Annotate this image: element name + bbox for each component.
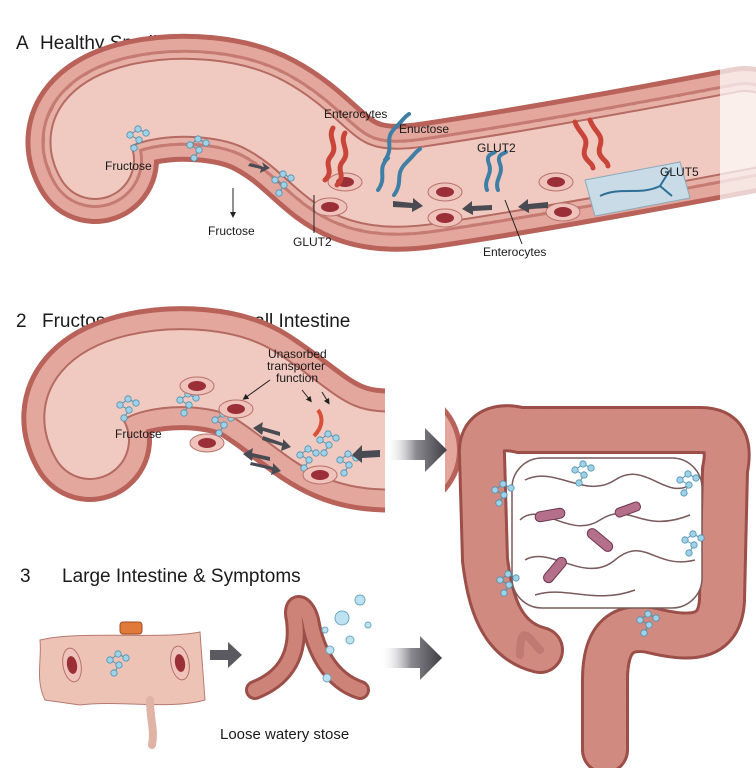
enterocyte-cell (189, 433, 225, 453)
enterocyte-cell (327, 172, 363, 192)
defective-transporter (312, 408, 324, 438)
gas-bubbles (321, 594, 372, 683)
enterocyte-protein (322, 117, 611, 188)
small-intestine-loops (511, 457, 703, 609)
enterocyte-cell (179, 376, 215, 396)
label-leaders (242, 379, 330, 405)
label-fructose-below: Fructose (208, 224, 255, 238)
label-glut2-bottom: GLUT2 (293, 235, 332, 249)
inflamed-segments (534, 501, 641, 584)
enterocyte-cell (538, 172, 574, 192)
panel-2: 2 Fructose Intolerance: Small Intestine (16, 306, 462, 520)
label-glut5: GLUT5 (660, 165, 699, 179)
glut2-transporter (376, 112, 508, 197)
arrow-to-colon (385, 428, 447, 472)
enterocyte-cell (545, 202, 581, 222)
label-enuctose: Enuctose (399, 122, 449, 136)
enterocyte-cell (312, 197, 348, 217)
panel-3: 3 Large Intestine & Symptoms Loose water… (20, 566, 442, 749)
label-leaders (230, 188, 523, 245)
arrow-to-stool (210, 642, 242, 668)
twisted-intestine (245, 595, 370, 700)
glut5-transporter (584, 161, 691, 217)
panel-3-letter: 3 (20, 566, 31, 587)
panel-2-letter: 2 (16, 311, 27, 332)
label-unabsorbed-line2: transporter (267, 359, 325, 373)
panel-a: A Healthy Small Intestine (16, 33, 756, 259)
label-fructose: Fructose (115, 427, 162, 441)
label-unabsorbed-line3: function (276, 371, 318, 385)
large-intestine (457, 404, 751, 768)
label-unabsorbed-line1: Unasorbed (268, 347, 327, 361)
stool-caption: Loose watery stose (220, 726, 349, 743)
irritated-tissue (39, 621, 206, 749)
enterocyte-cell (427, 208, 463, 228)
flow-arrows (243, 422, 380, 475)
arrow-to-symptoms (380, 636, 442, 680)
label-glut2-top: GLUT2 (477, 141, 516, 155)
panel-3-title: Large Intestine & Symptoms (62, 566, 301, 587)
label-enterocytes-bottom: Enterocytes (483, 245, 546, 259)
enterocyte-cell (218, 399, 254, 419)
label-enterocytes-top: Enterocytes (324, 107, 387, 121)
panel-a-letter: A (16, 33, 29, 54)
enterocyte-cell (427, 182, 463, 202)
flow-arrows (248, 162, 548, 215)
enterocyte-cell (302, 465, 338, 485)
label-fructose-lumen: Fructose (105, 159, 152, 173)
